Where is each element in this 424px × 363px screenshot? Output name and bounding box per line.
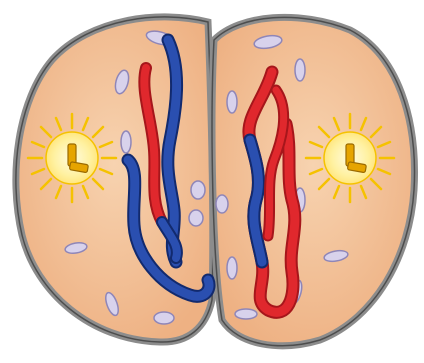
vesicle (227, 257, 237, 279)
vesicle (189, 210, 203, 226)
right-cell-membrane (212, 17, 414, 345)
vesicle (227, 91, 237, 113)
vesicle (121, 131, 131, 153)
centrosome-icon (306, 114, 394, 202)
vesicle (216, 195, 228, 213)
vesicle (191, 181, 205, 199)
vesicle (154, 312, 174, 324)
centrosome-icon (28, 114, 116, 202)
right-daughter-cell (212, 17, 414, 345)
vesicle (235, 309, 257, 319)
vesicle (295, 59, 305, 81)
